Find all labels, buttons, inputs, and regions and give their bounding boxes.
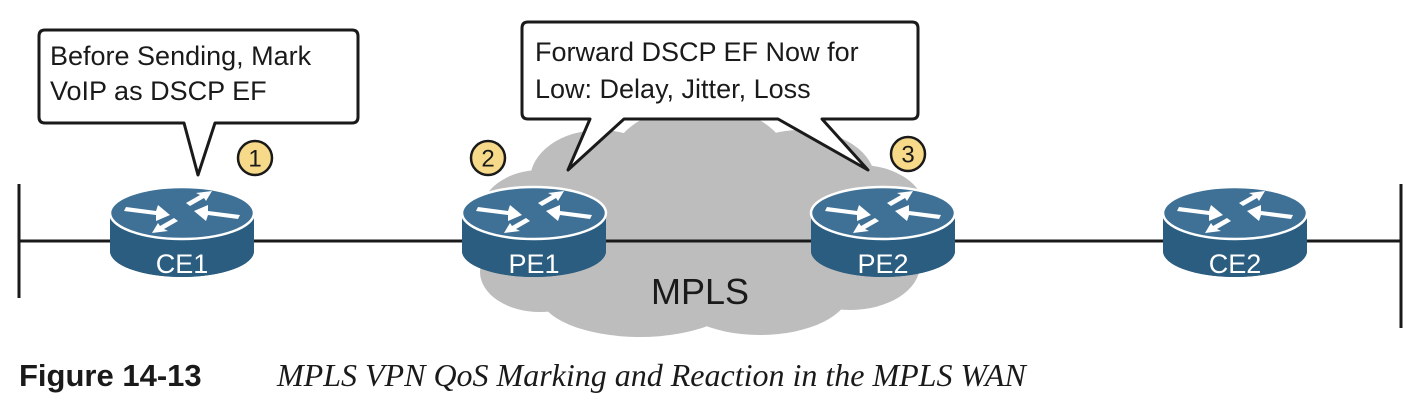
step-number-2: 2 [481, 146, 494, 173]
callout-mpls-line1: Forward DSCP EF Now for [535, 37, 859, 67]
callout-mpls-line2: Low: Delay, Jitter, Loss [535, 74, 811, 104]
caption-number: Figure 14-13 [19, 358, 202, 393]
router-label-ce2: CE2 [1209, 249, 1262, 279]
router-ce2: CE2 [1161, 185, 1309, 279]
caption-title: MPLS VPN QoS Marking and Reaction in the… [276, 357, 1027, 393]
callout-mpls-forwarding: Forward DSCP EF Now for Low: Delay, Jitt… [520, 20, 920, 172]
cloud-label: MPLS [651, 271, 749, 312]
router-label-pe2: PE2 [857, 249, 908, 279]
callout-ce1-marking: Before Sending, Mark VoIP as DSCP EF [37, 28, 360, 177]
step-number-1: 1 [248, 146, 261, 173]
step-badge-3: 3 [889, 135, 927, 173]
callout-ce1-line2: VoIP as DSCP EF [50, 76, 267, 106]
step-badge-1: 1 [236, 139, 274, 177]
router-ce1: CE1 [108, 185, 256, 279]
callout-ce1-line1: Before Sending, Mark [50, 41, 312, 71]
router-label-ce1: CE1 [156, 249, 209, 279]
router-pe1: PE1 [460, 185, 608, 279]
router-label-pe1: PE1 [508, 249, 559, 279]
step-number-3: 3 [901, 142, 914, 169]
step-badge-2: 2 [469, 139, 507, 177]
figure-caption: Figure 14-13 MPLS VPN QoS Marking and Re… [19, 357, 1027, 393]
router-pe2: PE2 [809, 185, 957, 279]
